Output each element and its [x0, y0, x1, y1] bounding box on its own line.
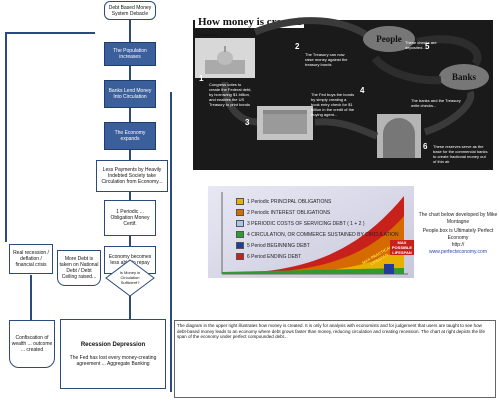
legend-item: 4 CIRCULATION, OR COMMERCE SUSTAINED BY …	[236, 231, 399, 238]
series-beginning-debt	[384, 264, 394, 274]
legend-label: 2 Periodic INTEREST OBLIGATIONS	[247, 209, 331, 216]
series-circulation	[222, 268, 404, 274]
flowchart: Debt Based Money System Debacle The Popu…	[0, 0, 175, 402]
step-banks-lend-label: Banks Lend Money Into Circulation	[108, 88, 152, 100]
step-banks-lend-box: Banks Lend Money Into Circulation	[104, 80, 156, 108]
side-credit-line2: People.box is Ultimately Perfect Economy	[422, 228, 494, 241]
legend-label: 4 CIRCULATION, OR COMMERCE SUSTAINED BY …	[247, 231, 399, 238]
connector-line	[129, 285, 131, 319]
label-banks: Banks	[451, 72, 477, 82]
loop-line-top	[5, 32, 95, 34]
series-principal	[222, 246, 404, 274]
left-confiscation-box: Confiscation of wealth ... outcome ... c…	[9, 320, 55, 368]
decision-label: Is Money in Circulation Sufficient?	[119, 270, 141, 285]
bottom-recession-note: The Fed has lost every money-creating ag…	[69, 354, 157, 367]
note-4: The Fed buys the bonds by simply creatin…	[311, 92, 355, 117]
legend-item: 5 Period BEGINNING DEBT	[236, 242, 310, 249]
legend-swatch	[236, 209, 244, 216]
money-creation-panel: How money is created Congress People Ban…	[185, 2, 497, 170]
legend-swatch	[236, 231, 244, 238]
step-population-label: The Population increases	[113, 48, 147, 60]
decision-shape	[105, 259, 155, 297]
start-label: Debt Based Money System Debacle	[108, 4, 152, 17]
left-confiscation-label: Confiscation of wealth ... outcome ... c…	[11, 335, 53, 353]
capitol-image	[195, 38, 255, 78]
step-obligation-box: 1 Periodic ... Obligation Money Certif.	[104, 200, 156, 236]
step-number-2: 2	[295, 42, 300, 51]
fed-image	[377, 114, 421, 158]
legend-swatch	[236, 220, 244, 227]
label-congress: Congress	[199, 32, 218, 37]
legend-label: 6 Period ENDING DEBT	[247, 253, 302, 260]
step-less-payments-label: Less Payments by Heavily Indebted Societ…	[101, 167, 163, 185]
legend-item: 6 Period ENDING DEBT	[236, 253, 301, 260]
note-5: The banks and the Treasury write checks.…	[411, 98, 461, 108]
step-obligation-label: 1 Periodic ... Obligation Money Certif.	[110, 209, 150, 227]
side-credit-link[interactable]: www.perfecteconomy.com	[429, 249, 487, 255]
legend-label: 3 PERIODIC COSTS OF SERVICING DEBT ( 1 +…	[247, 220, 365, 227]
note-1: Congress votes to create the Federal deb…	[209, 82, 252, 107]
label-people: People	[376, 34, 402, 44]
decision-diamond: Is Money in Circulation Sufficient?	[104, 258, 156, 298]
step-number-5: 5	[425, 42, 430, 51]
step-population-box: The Population increases	[104, 42, 156, 66]
step-number-4: 4	[360, 86, 365, 95]
start-box: Debt Based Money System Debacle	[104, 1, 156, 20]
step-economy-expands-box: The Economy expands	[104, 122, 156, 150]
connector-line	[129, 108, 131, 122]
step-less-payments-box: Less Payments by Heavily Indebted Societ…	[96, 160, 168, 192]
note-3: These checks are deposited...	[405, 40, 437, 50]
connector-line	[129, 192, 131, 200]
chart-legend: 1 Periodic PRINCIPAL OBLIGATIONS 2 Perio…	[236, 198, 406, 260]
connector-line	[129, 20, 131, 42]
side-credit-line3: http://	[451, 242, 465, 248]
connector-line	[129, 66, 131, 80]
bottom-recession-title: Recession Depression	[80, 341, 146, 348]
people-circle: People	[363, 26, 415, 52]
legend-item: 2 Periodic INTEREST OBLIGATIONS	[236, 209, 330, 216]
connector-line	[129, 150, 131, 160]
step-more-debt-label: More Debt is taken on National Debt / De…	[59, 256, 99, 280]
bottom-recession-box: Recession Depression The Fed has lost ev…	[60, 319, 166, 389]
annotation-max-possible: MAX POSSIBLE LIFESPAN	[390, 240, 414, 255]
series-interest	[222, 216, 404, 274]
legend-swatch	[236, 198, 244, 205]
legend-swatch	[236, 253, 244, 260]
treasury-image	[257, 106, 313, 140]
side-credit: The chart below developed by Mike Montag…	[418, 212, 498, 256]
connector-line	[30, 275, 32, 320]
legend-label: 5 Period BEGINNING DEBT	[247, 242, 310, 249]
legend-swatch	[236, 242, 244, 249]
left-recession-label: Real recession / deflation / financial c…	[13, 250, 49, 268]
side-credit-line1: The chart below developed by Mike Montag…	[418, 212, 498, 225]
loop-line-left	[5, 32, 7, 242]
flow-arrows	[221, 17, 482, 140]
step-more-debt-box: More Debt is taken on National Debt / De…	[57, 250, 101, 286]
note-6: These reserves serve as the base for the…	[433, 144, 488, 164]
step-number-6: 6	[423, 142, 428, 151]
step-economy-expands-label: The Economy expands	[114, 130, 146, 142]
loop-line-right	[170, 92, 172, 392]
legend-item: 3 PERIODIC COSTS OF SERVICING DEBT ( 1 +…	[236, 220, 364, 227]
legend-item: 1 Periodic PRINCIPAL OBLIGATIONS	[236, 198, 331, 205]
legend-label: 1 Periodic PRINCIPAL OBLIGATIONS	[247, 198, 332, 205]
banks-circle: Banks	[439, 64, 489, 90]
step-number-3: 3	[245, 118, 250, 127]
bottom-caption: The diagram in the upper right illustrat…	[174, 320, 496, 398]
left-recession-box: Real recession / deflation / financial c…	[9, 244, 53, 274]
connector-line	[129, 236, 131, 246]
note-2: The Treasury can now raise money against…	[305, 52, 348, 67]
step-number-1: 1	[199, 74, 204, 83]
